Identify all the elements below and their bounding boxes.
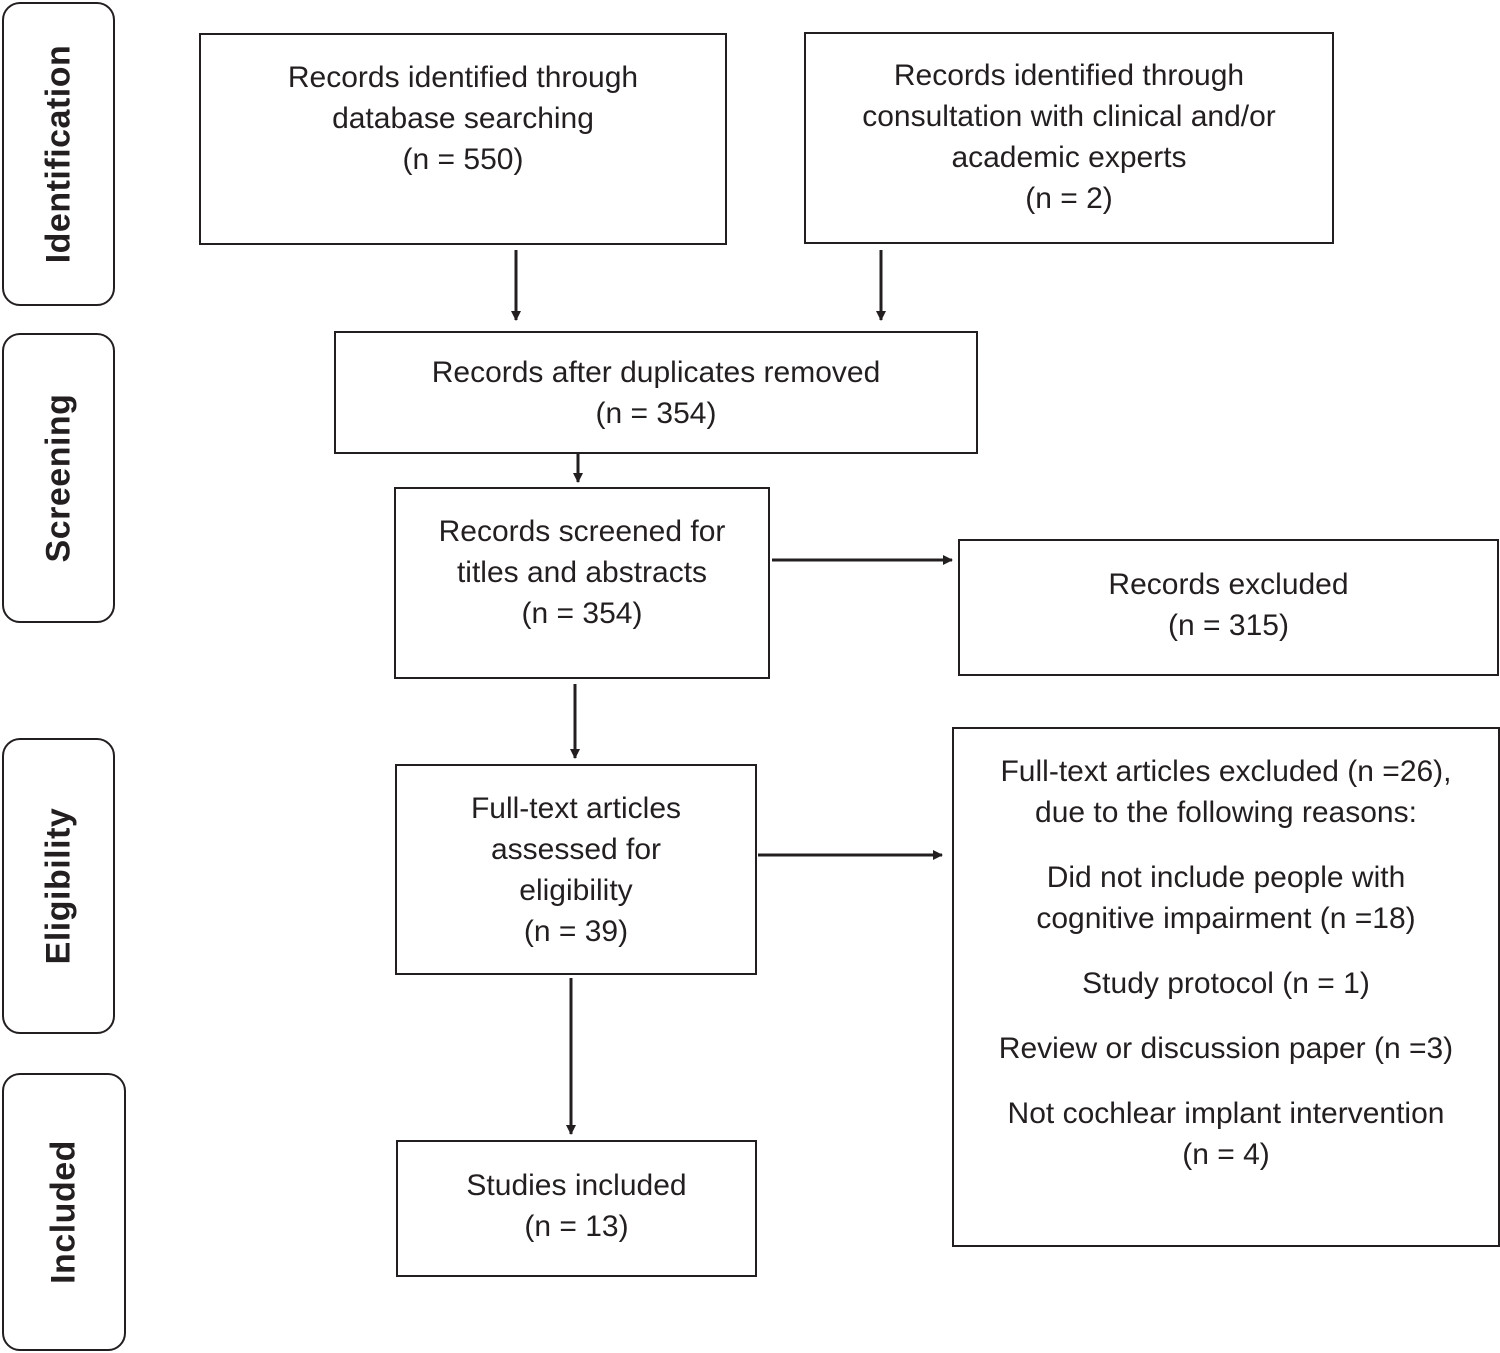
stage-included: Included: [2, 1073, 126, 1351]
box-studies-included: Studies included (n = 13): [396, 1140, 757, 1277]
exclusion-heading-line: Full-text articles excluded (n =26),: [1000, 755, 1452, 788]
stage-included-label: Included: [44, 1140, 83, 1284]
box-text-line: titles and abstracts: [456, 556, 708, 589]
exclusion-reason-not-cochlear-implant: Not cochlear implant intervention: [1007, 1097, 1445, 1130]
box-count: (n = 354): [521, 597, 643, 630]
box-text-line: Records identified through: [287, 61, 639, 94]
box-count: (n = 13): [524, 1210, 629, 1243]
box-text-line: consultation with clinical and/or: [862, 100, 1276, 133]
box-count: (n = 550): [402, 143, 524, 176]
box-full-text-excluded: Full-text articles excluded (n =26), due…: [952, 727, 1500, 1247]
box-text-line: Records after duplicates removed: [431, 356, 881, 389]
stage-screening-label: Screening: [39, 393, 77, 563]
box-duplicates-removed: Records after duplicates removed (n = 35…: [334, 331, 978, 454]
exclusion-reason-review-paper: Review or discussion paper (n =3): [998, 1032, 1454, 1065]
box-text-line: database searching: [332, 102, 594, 135]
stage-identification-label: Identification: [39, 44, 77, 264]
box-count: (n = 2): [1025, 182, 1113, 215]
stage-identification: Identification: [2, 2, 115, 306]
box-text-line: Records identified through: [893, 59, 1245, 92]
box-count: (n = 39): [523, 915, 629, 948]
box-full-text-assessed: Full-text articles assessed for eligibil…: [395, 764, 757, 975]
box-text-line: Records excluded: [1108, 568, 1349, 601]
box-text-line: Records screened for: [438, 515, 726, 548]
box-database-search: Records identified through database sear…: [199, 33, 727, 245]
box-text-line: academic experts: [951, 141, 1187, 174]
exclusion-heading-line: due to the following reasons:: [1035, 796, 1417, 829]
stage-screening: Screening: [2, 333, 115, 623]
exclusion-reason-no-cognitive-impairment: cognitive impairment (n =18): [1036, 902, 1416, 935]
box-text-line: eligibility: [519, 874, 633, 907]
box-screened: Records screened for titles and abstract…: [394, 487, 770, 679]
exclusion-reason-not-cochlear-implant: (n = 4): [1182, 1138, 1270, 1171]
box-text-line: Studies included: [466, 1169, 687, 1202]
stage-eligibility: Eligibility: [2, 738, 115, 1034]
box-count: (n = 315): [1168, 609, 1289, 642]
exclusion-reason-no-cognitive-impairment: Did not include people with: [1046, 861, 1406, 894]
box-count: (n = 354): [595, 397, 717, 430]
box-records-excluded: Records excluded (n = 315): [958, 539, 1499, 676]
stage-eligibility-label: Eligibility: [39, 807, 77, 965]
box-text-line: Full-text articles: [470, 792, 682, 825]
exclusion-reason-study-protocol: Study protocol (n = 1): [1082, 967, 1370, 1000]
box-expert-consultation: Records identified through consultation …: [804, 32, 1334, 244]
box-text-line: assessed for: [490, 833, 662, 866]
